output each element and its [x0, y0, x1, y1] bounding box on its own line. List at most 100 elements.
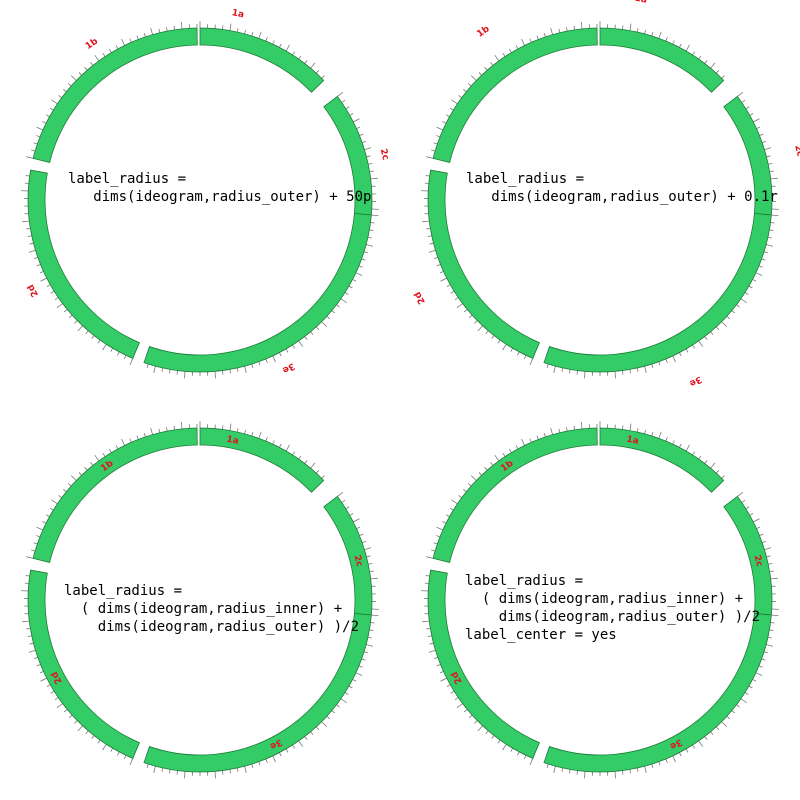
- scale-tick: [629, 769, 631, 774]
- scale-tick: [721, 475, 725, 479]
- scale-tick: [94, 54, 100, 62]
- scale-tick: [28, 249, 36, 253]
- scale-tick: [33, 257, 39, 260]
- scale-tick: [214, 371, 216, 379]
- scale-tick: [436, 264, 441, 267]
- scale-tick: [169, 769, 171, 774]
- scale-tick: [36, 535, 41, 538]
- scale-tick: [436, 664, 441, 667]
- scale-tick: [236, 767, 239, 772]
- ideogram-segment-2d: 2d: [21, 569, 140, 765]
- scale-tick: [58, 94, 62, 99]
- ideogram-segment-3e: 3e: [543, 213, 779, 388]
- scale-tick: [279, 752, 282, 757]
- scale-tick: [340, 298, 347, 303]
- scale-tick: [573, 25, 575, 30]
- ideogram-band: [143, 213, 372, 373]
- scale-tick: [749, 512, 754, 516]
- scale-tick: [644, 366, 647, 374]
- scale-tick: [33, 657, 39, 660]
- scale-tick: [529, 438, 532, 443]
- scale-tick: [558, 428, 561, 433]
- scale-tick: [46, 284, 51, 288]
- scale-tick: [761, 540, 767, 543]
- scale-tick: [433, 657, 439, 660]
- scale-tick: [629, 23, 632, 31]
- scale-tick: [766, 644, 774, 647]
- scale-tick: [22, 620, 30, 623]
- scale-tick: [102, 453, 106, 457]
- scale-tick: [672, 440, 675, 445]
- scale-tick: [358, 665, 363, 668]
- scale-tick: [651, 763, 654, 768]
- ideogram-segment-3e: 3e: [143, 213, 379, 379]
- scale-tick: [766, 155, 771, 158]
- ideogram-label-1a: 1a: [634, 0, 648, 6]
- scale-tick: [445, 114, 450, 117]
- ideogram-band: [27, 169, 140, 359]
- scale-tick: [546, 363, 549, 368]
- scale-tick: [150, 27, 153, 35]
- scale-tick: [576, 770, 578, 775]
- scale-tick: [258, 31, 262, 39]
- scale-tick: [355, 272, 363, 277]
- scale-tick: [436, 126, 444, 131]
- scale-tick: [345, 506, 350, 510]
- scale-tick: [367, 636, 372, 639]
- scale-tick: [763, 251, 768, 254]
- scale-tick: [26, 556, 34, 559]
- scale-tick: [454, 297, 459, 301]
- ideogram-band: [32, 27, 198, 163]
- scale-tick: [117, 751, 120, 756]
- scale-tick: [515, 445, 519, 450]
- scale-tick: [517, 351, 520, 356]
- label-radius-caption: label_radius = dims(ideogram,radius_oute…: [466, 171, 778, 205]
- scale-tick: [236, 28, 239, 33]
- scale-tick: [704, 460, 708, 464]
- scale-tick: [369, 170, 374, 173]
- scale-tick: [698, 340, 703, 347]
- scale-tick: [445, 514, 450, 517]
- scale-tick: [244, 366, 247, 374]
- scale-tick: [468, 314, 473, 319]
- scale-tick: [62, 88, 67, 93]
- label-radius-caption: label_radius = dims(ideogram,radius_oute…: [68, 171, 372, 205]
- scale-tick: [454, 697, 459, 701]
- ideogram-segment-1a: 1a: [199, 8, 325, 93]
- scale-tick: [321, 75, 325, 79]
- ideogram-band: [427, 569, 540, 759]
- scale-tick: [478, 472, 482, 476]
- scale-tick: [310, 62, 316, 69]
- scale-tick: [741, 99, 746, 103]
- scale-tick: [726, 315, 731, 320]
- scale-tick: [422, 220, 430, 223]
- scale-tick: [679, 443, 682, 448]
- scale-tick: [173, 425, 175, 430]
- scale-tick: [25, 175, 30, 177]
- scale-tick: [580, 21, 583, 29]
- scale-tick: [63, 309, 68, 313]
- scale-tick: [770, 622, 775, 624]
- scale-tick: [737, 491, 744, 497]
- scale-tick: [515, 45, 519, 50]
- scale-tick: [685, 444, 690, 452]
- scale-tick: [229, 23, 232, 31]
- scale-tick: [756, 126, 761, 130]
- scale-tick: [521, 438, 525, 446]
- scale-tick: [371, 214, 379, 216]
- scale-tick: [490, 462, 494, 466]
- scale-tick: [244, 766, 247, 774]
- scale-tick: [442, 521, 447, 524]
- ideogram-label-2d: 2d: [26, 282, 41, 298]
- scale-tick: [436, 535, 441, 538]
- scale-tick: [173, 25, 175, 30]
- scale-tick: [665, 37, 668, 42]
- scale-tick: [726, 715, 731, 720]
- scale-tick: [771, 214, 779, 216]
- scale-tick: [749, 112, 754, 116]
- scale-tick: [426, 156, 434, 159]
- scale-tick: [180, 421, 183, 429]
- scale-tick: [129, 438, 132, 443]
- scale-tick: [704, 336, 708, 340]
